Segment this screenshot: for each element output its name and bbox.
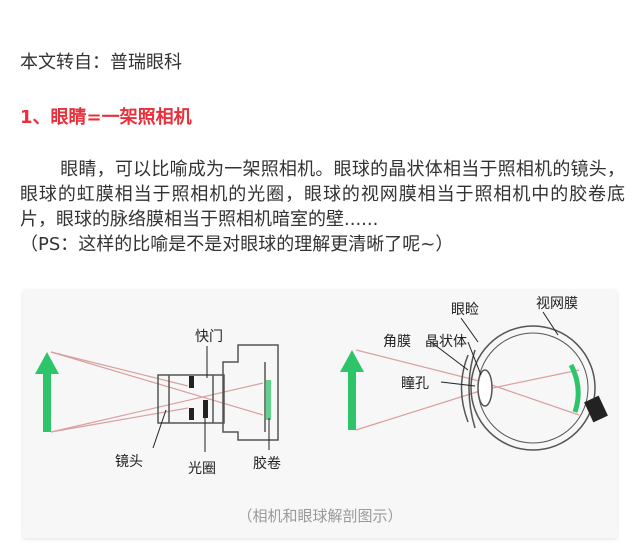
label-shutter: 快门 <box>195 329 223 345</box>
eye-optic-nerve <box>584 395 608 423</box>
label-eyelid: 眼睑 <box>451 302 479 318</box>
label-aperture: 光圈 <box>188 461 216 477</box>
camera-leader-lines <box>152 346 270 452</box>
camera-shutter-mark <box>189 376 194 388</box>
camera-body <box>157 344 279 441</box>
label-crystalline-lens: 晶状体 <box>425 334 467 350</box>
anatomy-figure: 快门 镜头 光圈 胶卷 <box>23 290 617 538</box>
label-retina: 视网膜 <box>536 296 578 312</box>
camera-inner-blade <box>203 400 208 418</box>
camera-film-plate <box>266 380 271 420</box>
label-lens: 镜头 <box>115 454 143 470</box>
camera-eye-diagram: 快门 镜头 光圈 胶卷 <box>35 296 608 477</box>
paragraph-ps-text: （PS：这样的比喻是不是对眼球的理解更清晰了呢~） <box>20 234 454 255</box>
camera-light-rays <box>50 351 264 433</box>
section-heading: 1、眼睛=一架照相机 <box>20 107 192 128</box>
eye-retina-arc <box>568 363 581 413</box>
body-paragraph: 眼睛，可以比喻成为一架照相机。眼球的晶状体相当于照相机的镜头，眼球的虹膜相当于照… <box>20 157 625 257</box>
figure-caption: （相机和眼球解剖图示） <box>237 507 403 525</box>
eye-crystalline-lens <box>477 369 493 407</box>
paragraph-main-text: 眼睛，可以比喻成为一架照相机。眼球的晶状体相当于照相机的镜头，眼球的虹膜相当于照… <box>20 159 625 230</box>
camera-aperture-mark <box>189 408 194 420</box>
camera-object-arrow <box>35 352 59 432</box>
label-film: 胶卷 <box>253 455 281 472</box>
label-cornea: 角膜 <box>383 334 411 350</box>
eye-diagram: 眼睑 视网膜 角膜 晶状体 瞳孔 <box>340 296 608 451</box>
eye-object-arrow <box>340 350 364 430</box>
label-pupil: 瞳孔 <box>401 375 429 392</box>
eye-light-rays <box>355 349 580 431</box>
source-line: 本文转自：普瑞眼科 <box>20 52 182 73</box>
camera-diagram: 快门 镜头 光圈 胶卷 <box>35 329 281 477</box>
eye-leader-lines <box>430 311 559 387</box>
